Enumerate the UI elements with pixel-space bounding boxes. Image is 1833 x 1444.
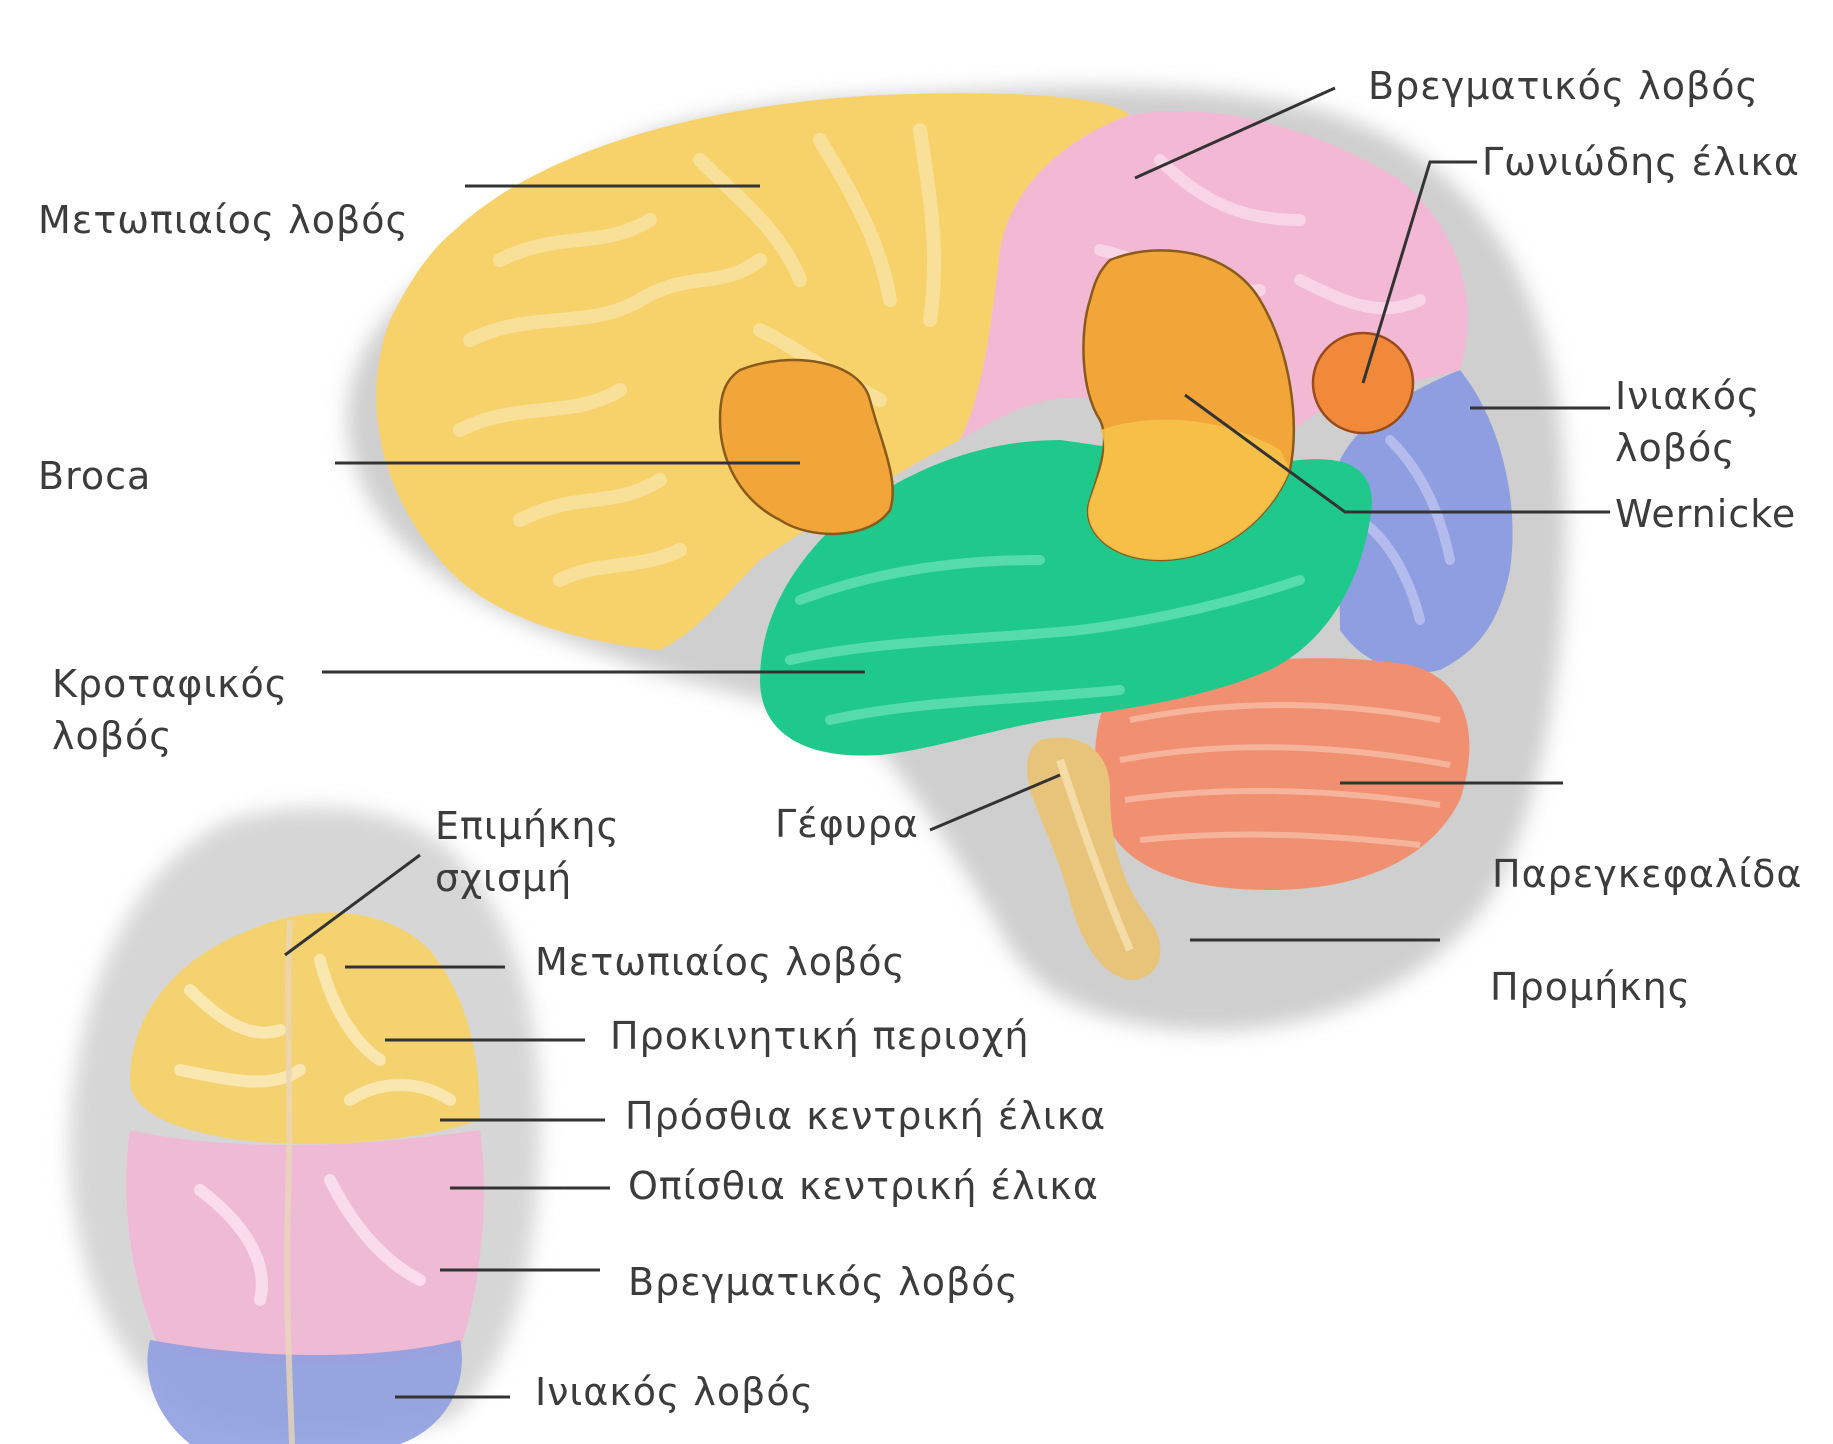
label-top-frontal-lobe: Μετωπιαίος λοβός xyxy=(535,938,906,986)
label-top-parietal-lobe: Βρεγματικός λοβός xyxy=(628,1258,1019,1306)
label-parietal-lobe: Βρεγματικός λοβός xyxy=(1368,62,1759,110)
label-top-occipital-lobe: Ινιακός λοβός xyxy=(535,1368,814,1416)
label-premotor-area: Προκινητική περιοχή xyxy=(610,1012,1029,1060)
label-precentral-gyrus: Πρόσθια κεντρική έλικα xyxy=(625,1092,1106,1140)
top-parietal-shape xyxy=(126,1130,484,1365)
label-medulla: Προμήκης xyxy=(1490,963,1691,1011)
label-longitudinal-fissure: Επιμήκης σχισμή xyxy=(435,800,620,904)
top-fissure-line xyxy=(287,920,292,1444)
top-occipital-shape xyxy=(147,1340,462,1444)
label-occipital-lobe: Ινιακός λοβός xyxy=(1615,370,1760,474)
label-pons: Γέφυρα xyxy=(775,800,919,848)
label-postcentral-gyrus: Οπίσθια κεντρική έλικα xyxy=(628,1162,1099,1210)
label-temporal-lobe: Κροταφικός λοβός xyxy=(52,658,288,762)
label-frontal-lobe: Μετωπιαίος λοβός xyxy=(38,196,409,244)
label-angular-gyrus: Γωνιώδης έλικα xyxy=(1482,138,1800,186)
label-cerebellum: Παρεγκεφαλίδα xyxy=(1492,850,1802,898)
label-wernicke: Wernicke xyxy=(1615,490,1796,538)
label-broca: Broca xyxy=(38,452,151,500)
